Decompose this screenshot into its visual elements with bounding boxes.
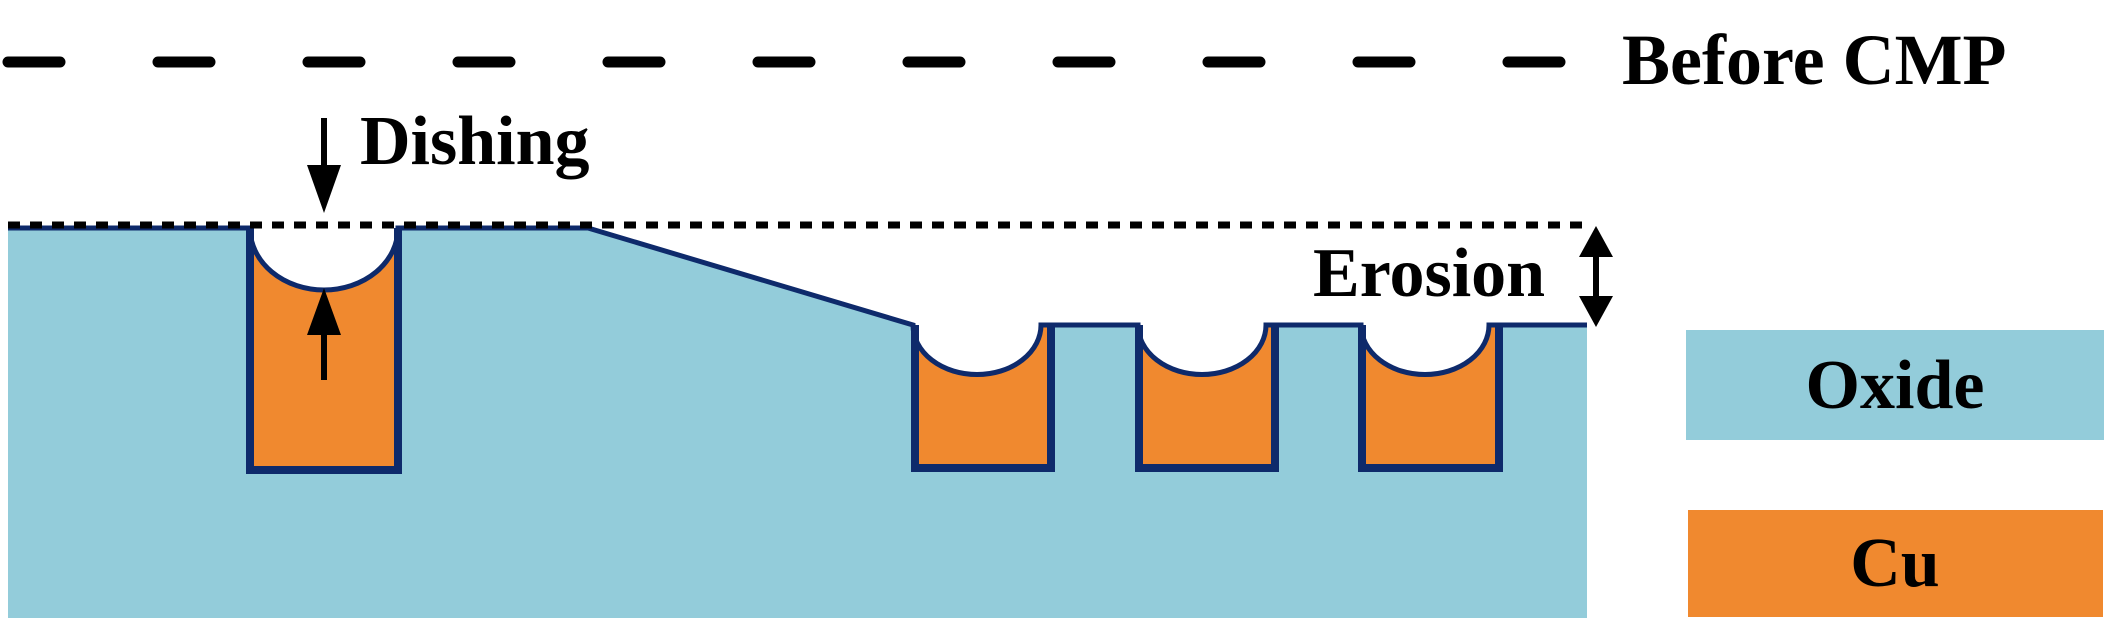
copper-line-dense-1 <box>915 325 1051 468</box>
oxide-surface-outline <box>8 225 1587 377</box>
legend: Oxide Cu <box>1686 330 2104 617</box>
trench-outline-wide <box>246 228 402 474</box>
dishing-label: Dishing <box>360 103 590 180</box>
trench-outline-dense-3 <box>1358 325 1503 472</box>
trench-outline-dense-2 <box>1135 325 1279 472</box>
before-cmp-label: Before CMP <box>1622 20 2007 100</box>
copper-line-dense-2 <box>1139 325 1275 468</box>
dishing-up-arrow-icon <box>307 288 341 380</box>
oxide-layer <box>8 228 1587 618</box>
copper-line-dense-3 <box>1362 325 1499 468</box>
erosion-double-arrow-icon <box>1579 226 1613 327</box>
legend-cu-swatch <box>1688 510 2103 617</box>
legend-cu-label: Cu <box>1850 525 1939 602</box>
erosion-label: Erosion <box>1313 235 1545 312</box>
trench-outline-dense-1 <box>911 325 1055 472</box>
dishing-down-arrow-icon <box>307 118 341 213</box>
legend-oxide-label: Oxide <box>1806 347 1985 424</box>
legend-oxide-swatch <box>1686 330 2104 440</box>
